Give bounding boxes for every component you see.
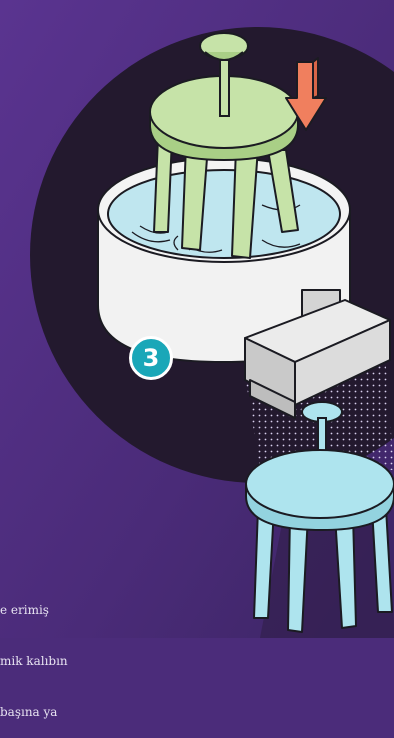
- caption-line: mik kalıbın: [0, 653, 230, 670]
- caption-line: e erimiş: [0, 602, 230, 619]
- cast-table-top: [246, 450, 394, 530]
- illustration: [0, 0, 394, 638]
- step-number-badge: 3: [129, 336, 173, 380]
- caption-text: e erimiş mik kalıbın başına ya: [0, 568, 230, 738]
- caption-line: başına ya: [0, 704, 230, 721]
